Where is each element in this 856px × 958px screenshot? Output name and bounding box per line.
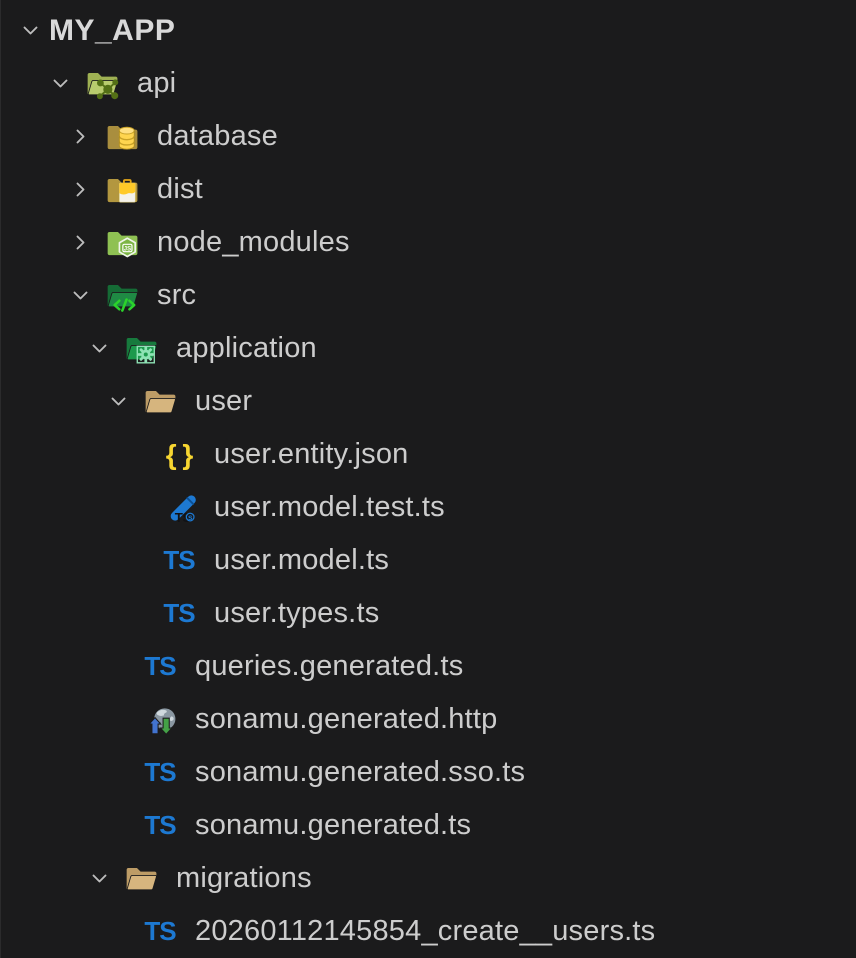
chevron-right-icon[interactable] xyxy=(69,163,105,216)
tree-item-src[interactable]: src xyxy=(1,269,856,322)
tree-item-label: sonamu.generated.sso.ts xyxy=(195,756,526,788)
typescript-icon: TS xyxy=(163,545,195,575)
twisty-spacer xyxy=(107,640,143,693)
http-icon xyxy=(143,698,177,742)
chevron-right-icon[interactable] xyxy=(69,216,105,269)
svg-text:s: s xyxy=(188,513,193,522)
tree-item-user-model-ts[interactable]: TS user.model.ts xyxy=(1,534,856,587)
tree-item-user-types-ts[interactable]: TS user.types.ts xyxy=(1,587,856,640)
folder-app-open-icon xyxy=(124,327,158,371)
tree-item-label: MY_APP xyxy=(49,13,176,47)
tree-item-label: node_modules xyxy=(157,226,350,258)
twisty-spacer xyxy=(107,905,143,958)
typescript-icon: TS xyxy=(144,810,176,840)
typescript-icon: TS xyxy=(144,651,176,681)
tree-item-label: dist xyxy=(157,173,203,205)
tree-item-label: user.entity.json xyxy=(214,438,409,470)
tree-item-label: user.model.test.ts xyxy=(214,491,445,523)
typescript-icon: TS xyxy=(163,598,195,628)
twisty-spacer xyxy=(107,693,143,746)
tree-item-node-modules[interactable]: JS node_modules xyxy=(1,216,856,269)
tree-item-label: sonamu.generated.http xyxy=(195,703,498,735)
folder-src-open-icon xyxy=(105,274,139,318)
chevron-down-icon[interactable] xyxy=(88,852,124,905)
tree-item-label: application xyxy=(176,332,317,364)
folder-open-icon xyxy=(143,380,177,424)
tree-item-label: src xyxy=(157,279,197,311)
folder-open-icon xyxy=(124,857,158,901)
tree-item-label: sonamu.generated.ts xyxy=(195,809,472,841)
tree-item-my-app[interactable]: MY_APP xyxy=(1,4,856,57)
folder-dist-icon xyxy=(105,168,139,212)
chevron-down-icon[interactable] xyxy=(69,269,105,322)
chevron-down-icon[interactable] xyxy=(49,57,85,110)
tree-item-label: api xyxy=(137,67,177,99)
tree-item-sonamu-generated-sso-ts[interactable]: TS sonamu.generated.sso.ts xyxy=(1,746,856,799)
twisty-spacer xyxy=(126,534,162,587)
chevron-down-icon[interactable] xyxy=(88,322,124,375)
tree-item-label: user xyxy=(195,385,253,417)
folder-node-icon: JS xyxy=(105,221,139,265)
json-icon: { } xyxy=(165,438,194,470)
tree-item-user[interactable]: user xyxy=(1,375,856,428)
tree-item-label: queries.generated.ts xyxy=(195,650,464,682)
tree-item-sonamu-generated-http[interactable]: sonamu.generated.http xyxy=(1,693,856,746)
tree-item-migrations[interactable]: migrations xyxy=(1,852,856,905)
tree-item-api[interactable]: api xyxy=(1,57,856,110)
chevron-down-icon[interactable] xyxy=(107,375,143,428)
twisty-spacer xyxy=(126,481,162,534)
tree-item-label: database xyxy=(157,120,278,152)
chevron-down-icon[interactable] xyxy=(19,4,49,57)
twisty-spacer xyxy=(126,587,162,640)
svg-text:JS: JS xyxy=(124,246,131,252)
chevron-right-icon[interactable] xyxy=(69,110,105,163)
tree-item-application[interactable]: application xyxy=(1,322,856,375)
tree-item-sonamu-generated-ts[interactable]: TS sonamu.generated.ts xyxy=(1,799,856,852)
folder-database-icon xyxy=(105,115,139,159)
tree-item-label: migrations xyxy=(176,862,312,894)
typescript-icon: TS xyxy=(144,757,176,787)
tree-item-queries-generated-ts[interactable]: TS queries.generated.ts xyxy=(1,640,856,693)
tree-item-database[interactable]: database xyxy=(1,110,856,163)
tree-item-label: user.model.ts xyxy=(214,544,390,576)
folder-api-open-icon xyxy=(85,62,119,106)
twisty-spacer xyxy=(126,428,162,481)
twisty-spacer xyxy=(107,746,143,799)
tree-item-user-entity-json[interactable]: { } user.entity.json xyxy=(1,428,856,481)
twisty-spacer xyxy=(107,799,143,852)
tree-item-label: 20260112145854_create__users.ts xyxy=(195,915,656,947)
tree-item-20260112145854-create-users-ts[interactable]: TS 20260112145854_create__users.ts xyxy=(1,905,856,958)
tree-item-label: user.types.ts xyxy=(214,597,380,629)
tree-item-dist[interactable]: dist xyxy=(1,163,856,216)
typescript-icon: TS xyxy=(144,916,176,946)
